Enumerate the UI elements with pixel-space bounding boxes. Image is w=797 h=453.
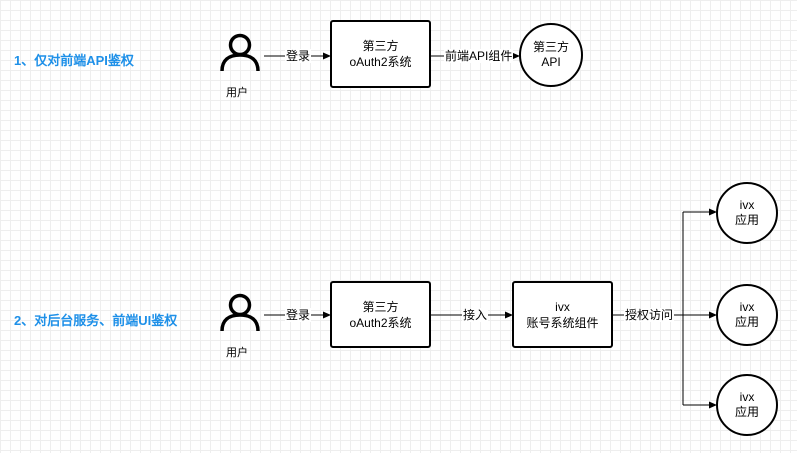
oauth2-box-line2: oAuth2系统 xyxy=(349,315,412,330)
app-node-line1: ivx xyxy=(739,198,755,212)
edge-label-authorize-access: 授权访问 xyxy=(624,308,675,322)
user-icon xyxy=(220,33,260,72)
oauth2-system-box: 第三方 oAuth2系统 xyxy=(330,20,431,88)
user-label: 用户 xyxy=(226,347,248,359)
section-2-label: 2、对后台服务、前端UI鉴权 xyxy=(14,313,178,328)
ivx-app-node: ivx 应用 xyxy=(716,374,778,436)
api-node-line2: API xyxy=(541,55,561,69)
ivx-app-node: ivx 应用 xyxy=(716,284,778,346)
user-label: 用户 xyxy=(226,87,248,99)
app-node-line2: 应用 xyxy=(734,213,759,227)
third-party-api-node: 第三方 API xyxy=(519,23,583,87)
app-node-line1: ivx xyxy=(739,300,755,314)
user-icon xyxy=(220,293,260,332)
ivx-app-node: ivx 应用 xyxy=(716,182,778,244)
edge-label-login: 登录 xyxy=(285,49,312,63)
app-node-line2: 应用 xyxy=(734,405,759,419)
oauth2-system-box: 第三方 oAuth2系统 xyxy=(330,281,431,348)
oauth2-box-line2: oAuth2系统 xyxy=(349,55,412,69)
section-1-label: 1、仅对前端API鉴权 xyxy=(14,53,134,68)
edge-label-access: 接入 xyxy=(462,308,489,322)
account-system-component-box: ivx 账号系统组件 xyxy=(512,281,613,348)
oauth2-box-line1: 第三方 xyxy=(362,299,399,314)
oauth2-box-line1: 第三方 xyxy=(362,39,399,53)
account-box-line2: 账号系统组件 xyxy=(526,315,599,330)
edge-label-frontend-api-component: 前端API组件 xyxy=(444,49,514,63)
edge-label-login: 登录 xyxy=(285,308,312,322)
app-node-line2: 应用 xyxy=(734,315,759,329)
api-node-line1: 第三方 xyxy=(532,40,569,54)
account-box-line1: ivx xyxy=(555,299,570,314)
app-node-line1: ivx xyxy=(739,390,755,404)
